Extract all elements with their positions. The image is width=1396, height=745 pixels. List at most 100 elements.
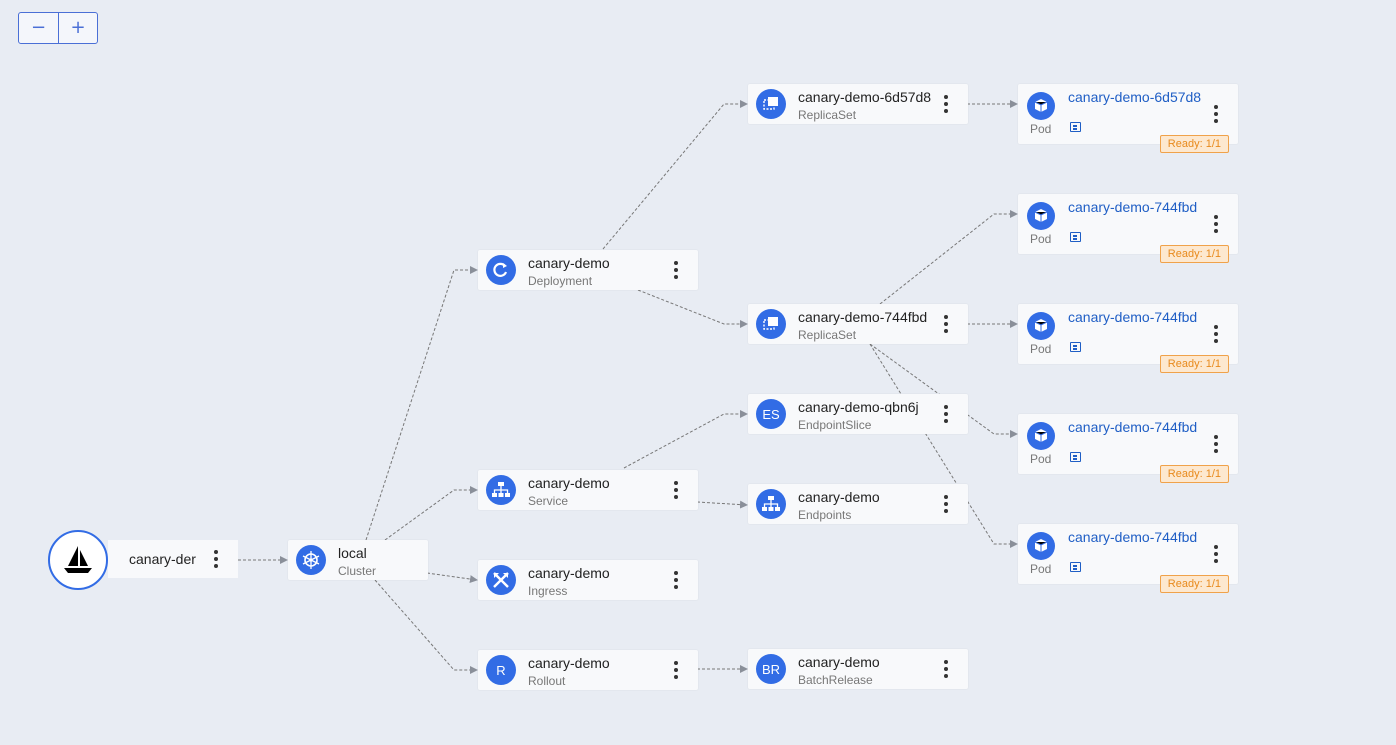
batchrelease-node[interactable]: BR canary-demo BatchRelease xyxy=(748,649,968,689)
pod-icon xyxy=(1027,532,1055,560)
deployment-title: canary-demo xyxy=(528,255,610,271)
pod-title-link[interactable]: canary-demo-744fbd xyxy=(1068,199,1198,215)
pod-menu-button[interactable] xyxy=(1212,104,1220,124)
logs-icon[interactable] xyxy=(1070,562,1081,572)
pod-title-link[interactable]: canary-demo-744fbd xyxy=(1068,309,1198,325)
logs-icon[interactable] xyxy=(1070,452,1081,462)
batchrelease-title: canary-demo xyxy=(798,654,880,670)
ready-badge: Ready: 1/1 xyxy=(1159,575,1229,593)
pod-title-link[interactable]: canary-demo-744fbd xyxy=(1068,419,1198,435)
svc-icon xyxy=(486,475,516,505)
rollout-title: canary-demo xyxy=(528,655,610,671)
replicaset-title: canary-demo-6d57d8 xyxy=(798,89,932,105)
ingress-menu-button[interactable] xyxy=(672,570,680,590)
sailboat-icon xyxy=(48,530,108,590)
endpoints-kind: Endpoints xyxy=(798,508,852,522)
rollout-kind: Rollout xyxy=(528,674,566,688)
replicaset-title: canary-demo-744fbd xyxy=(798,309,928,325)
edge-rs2-pod2 xyxy=(879,210,1018,305)
logs-icon[interactable] xyxy=(1070,232,1081,242)
application-node[interactable]: canary-der xyxy=(48,530,238,590)
pod-kind: Pod xyxy=(1030,232,1052,246)
cluster-title: local xyxy=(338,545,367,561)
ingress-kind: Ingress xyxy=(528,584,568,598)
ready-badge: Ready: 1/1 xyxy=(1159,465,1229,483)
batchrelease-menu-button[interactable] xyxy=(942,659,950,679)
pod-kind: Pod xyxy=(1030,342,1052,356)
pod-kind: Pod xyxy=(1030,122,1052,136)
edge-cluster-deployment xyxy=(365,266,478,541)
pod-node[interactable]: canary-demo-744fbd Pod Ready: 1/1 xyxy=(1018,524,1238,593)
endpointslice-menu-button[interactable] xyxy=(942,404,950,424)
edge-deploy-rs2 xyxy=(637,289,748,328)
edge-deploy-rs1 xyxy=(602,100,748,250)
cluster-node[interactable]: local Cluster xyxy=(288,540,428,580)
pod-menu-button[interactable] xyxy=(1212,434,1220,454)
endpointslice-kind: EndpointSlice xyxy=(798,418,872,432)
logs-icon[interactable] xyxy=(1070,342,1081,352)
pod-title-link[interactable]: canary-demo-744fbd xyxy=(1068,529,1198,545)
endpoints-menu-button[interactable] xyxy=(942,494,950,514)
edge-cluster-ingress xyxy=(426,572,478,583)
deployment-menu-button[interactable] xyxy=(672,260,680,280)
deployment-kind: Deployment xyxy=(528,274,593,288)
deployment-node[interactable]: canary-demo Deployment xyxy=(478,250,698,290)
pod-title-link[interactable]: canary-demo-6d57d8 xyxy=(1068,89,1202,105)
rollout-menu-button[interactable] xyxy=(672,660,680,680)
zoom-in-button[interactable]: + xyxy=(58,13,97,43)
service-kind: Service xyxy=(528,494,569,508)
pod-kind: Pod xyxy=(1030,562,1052,576)
batchrelease-icon: BR xyxy=(756,654,786,684)
batchrelease-kind: BatchRelease xyxy=(798,673,873,687)
endpoints-node[interactable]: canary-demo Endpoints xyxy=(748,484,968,524)
pod-icon xyxy=(1027,312,1055,340)
replicaset-node[interactable]: canary-demo-744fbd ReplicaSet xyxy=(748,304,968,344)
endpointslice-icon: ES xyxy=(756,399,786,429)
ingress-node[interactable]: canary-demo Ingress xyxy=(478,560,698,600)
ready-badge: Ready: 1/1 xyxy=(1159,355,1229,373)
pod-icon xyxy=(1027,92,1055,120)
application-card[interactable]: canary-der xyxy=(108,540,238,578)
pod-node[interactable]: canary-demo-744fbd Pod Ready: 1/1 xyxy=(1018,414,1238,483)
edge-service-es xyxy=(623,410,748,469)
pod-node[interactable]: canary-demo-6d57d8 Pod Ready: 1/1 xyxy=(1018,84,1238,153)
ep-icon xyxy=(756,489,786,519)
logs-icon[interactable] xyxy=(1070,122,1081,132)
pod-menu-button[interactable] xyxy=(1212,214,1220,234)
service-node[interactable]: canary-demo Service xyxy=(478,470,698,510)
ready-badge: Ready: 1/1 xyxy=(1159,245,1229,263)
replicaset-kind: ReplicaSet xyxy=(798,108,857,122)
endpointslice-title: canary-demo-qbn6j xyxy=(798,399,919,415)
pod-kind: Pod xyxy=(1030,452,1052,466)
replicaset-menu-button[interactable] xyxy=(942,94,950,114)
replicaset-kind: ReplicaSet xyxy=(798,328,857,342)
pod-icon xyxy=(1027,202,1055,230)
edge-service-ep xyxy=(696,500,748,509)
edge-cluster-service xyxy=(384,486,478,541)
endpoints-title: canary-demo xyxy=(798,489,880,505)
replicaset-menu-button[interactable] xyxy=(942,314,950,334)
rs-icon xyxy=(756,309,786,339)
rs-icon xyxy=(756,89,786,119)
pod-node[interactable]: canary-demo-744fbd Pod Ready: 1/1 xyxy=(1018,194,1238,263)
zoom-controls: − + xyxy=(18,12,98,44)
application-menu-button[interactable] xyxy=(212,549,220,569)
edge-cluster-rollout xyxy=(374,579,478,674)
pod-icon xyxy=(1027,422,1055,450)
endpointslice-node[interactable]: ES canary-demo-qbn6j EndpointSlice xyxy=(748,394,968,434)
service-menu-button[interactable] xyxy=(672,480,680,500)
zoom-out-button[interactable]: − xyxy=(19,13,58,43)
ready-badge: Ready: 1/1 xyxy=(1159,135,1229,153)
pod-node[interactable]: canary-demo-744fbd Pod Ready: 1/1 xyxy=(1018,304,1238,373)
ingress-title: canary-demo xyxy=(528,565,610,581)
helm-wheel-icon xyxy=(296,545,326,575)
deploy-icon xyxy=(486,255,516,285)
pod-menu-button[interactable] xyxy=(1212,544,1220,564)
edge-rs2-pod5 xyxy=(869,343,1018,548)
application-title: canary-der xyxy=(129,551,196,567)
cluster-kind: Cluster xyxy=(338,564,377,578)
replicaset-node[interactable]: canary-demo-6d57d8 ReplicaSet xyxy=(748,84,968,124)
pod-menu-button[interactable] xyxy=(1212,324,1220,344)
rollout-node[interactable]: R canary-demo Rollout xyxy=(478,650,698,690)
